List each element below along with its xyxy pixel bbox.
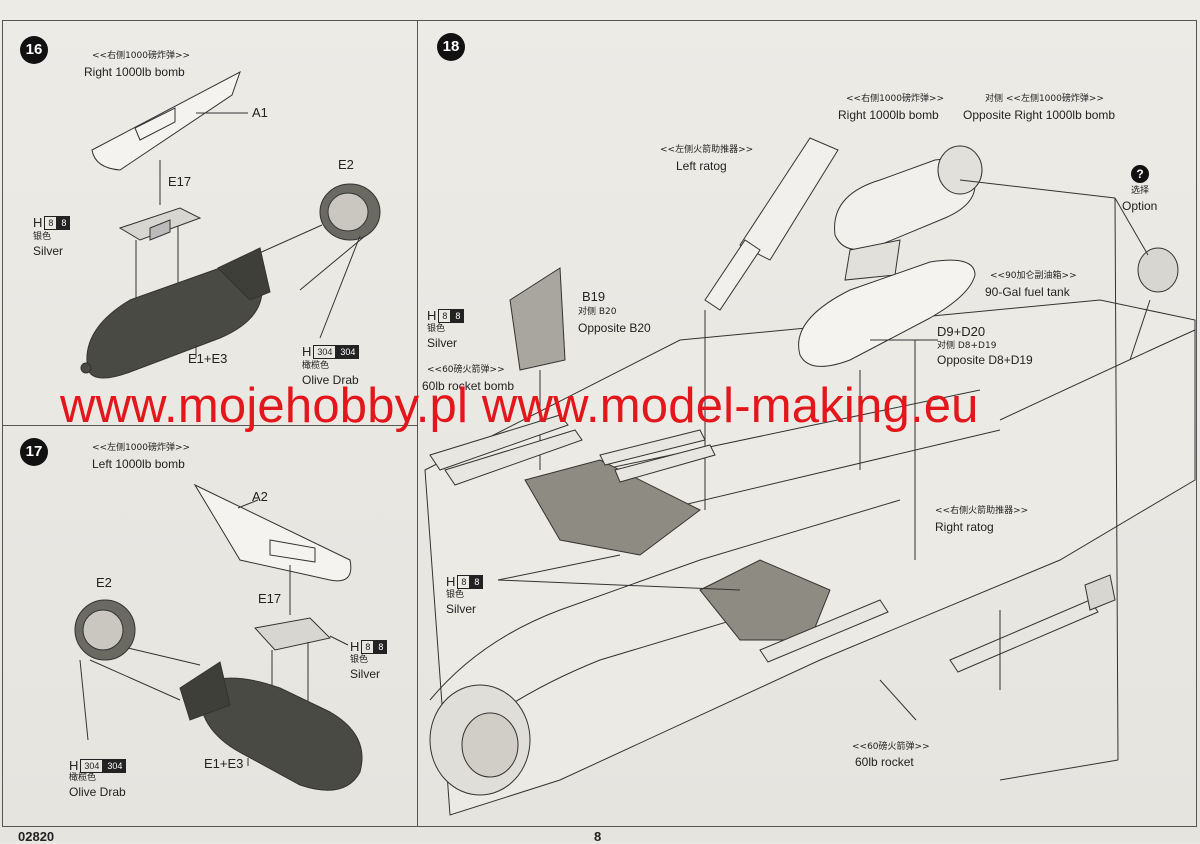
step18-d8d19-en: Opposite D8+D19: [937, 353, 1033, 367]
step18-wheel-option: [1129, 247, 1179, 361]
step17-a2-pylon: [193, 483, 352, 615]
step18-left-ratog-zh: <<左侧火箭助推器>>: [660, 145, 754, 155]
paint-prefix: H: [33, 214, 43, 230]
step18-rockets-left: [429, 414, 716, 486]
step17-title-zh: <<左侧1000磅炸弹>>: [92, 443, 191, 453]
step17-silver-zh: 银色: [350, 655, 369, 665]
step18-number: 18: [437, 33, 465, 61]
step18-leader-lines: [497, 179, 1149, 781]
step17-e2-ring: [74, 599, 201, 741]
step18-silver1-en: Silver: [427, 336, 458, 350]
step18-b20-en: Opposite B20: [578, 321, 651, 335]
step17-silver-en: Silver: [350, 667, 381, 681]
step18-rockets-right: [759, 574, 1116, 690]
step18-rocket-bomb-zh: <<60磅火箭弹>>: [427, 365, 505, 375]
step17-title-en: Left 1000lb bomb: [92, 457, 185, 471]
paint-prefix: H: [427, 307, 437, 323]
step16-olive-zh: 橄榄色: [302, 361, 330, 371]
step18-rocket-bomb-en: 60lb rocket bomb: [422, 379, 515, 393]
step18-right-bomb: [834, 145, 983, 281]
step18-silver1-zh: 银色: [427, 324, 446, 334]
step18-d8d19-zh: 对侧 D8+D19: [937, 341, 997, 351]
step17-part-a2: A2: [252, 489, 268, 504]
step17-number: 17: [20, 438, 48, 466]
step18-right-ratog-en: Right ratog: [935, 520, 994, 534]
step18-right-ratog-zh: <<右侧火箭助推器>>: [935, 506, 1029, 516]
step18-fuel-tank-en: 90-Gal fuel tank: [985, 285, 1070, 299]
paint-prefix: H: [446, 573, 456, 589]
paint-chip-dark: 304: [336, 344, 360, 359]
step18-left-ratog: [704, 137, 839, 510]
paint-chip-light: 304: [80, 758, 104, 773]
step18-fuel-tank: [798, 259, 976, 560]
step18-option-zh: 选择: [1131, 186, 1150, 196]
step18-rocket-en: 60lb rocket: [855, 755, 914, 769]
step16-part-e2: E2: [338, 157, 354, 172]
step17-olive-zh: 橄榄色: [69, 773, 97, 783]
footer-page-number: 8: [594, 829, 602, 844]
step18-part-b19: B19: [582, 289, 606, 304]
step18-rocket-zh: <<60磅火箭弹>>: [852, 742, 930, 752]
step17-olive-en: Olive Drab: [69, 785, 126, 799]
step16-bomb-body: [80, 247, 271, 379]
step17-bomb-body: [179, 661, 363, 791]
paint-chip-light: 8: [44, 215, 58, 230]
step17-e17-rack: [254, 617, 349, 725]
step16-title-zh: <<右侧1000磅炸弹>>: [92, 51, 191, 61]
step18-silver2-zh: 银色: [446, 590, 465, 600]
step17-part-e2: E2: [96, 575, 112, 590]
step18-opp-bomb-en: Opposite Right 1000lb bomb: [963, 108, 1116, 122]
paint-chip-light: 8: [457, 574, 471, 589]
step16-part-a1: A1: [252, 105, 268, 120]
paint-chip-dark: 8: [470, 574, 484, 589]
step18-right-bomb-en: Right 1000lb bomb: [838, 108, 939, 122]
step16-e17-rack: [118, 160, 202, 300]
step18-option-en: Option: [1122, 199, 1158, 213]
step16-part-e1e3: E1+E3: [188, 351, 228, 366]
footer-code: 02820: [18, 829, 55, 844]
watermark-text: www.mojehobby.pl www.model-making.eu: [60, 379, 979, 433]
step18-silver2-en: Silver: [446, 602, 477, 616]
step16-title-en: Right 1000lb bomb: [84, 65, 185, 79]
panel-step-18: [417, 20, 1197, 827]
step17-part-e17: E17: [258, 591, 282, 606]
step16-e2-ring: [254, 183, 381, 339]
step18-opp-bomb-zh: 对侧 <<左侧1000磅炸弹>>: [985, 94, 1104, 104]
step16-a1-pylon: [91, 70, 248, 171]
paint-chip-dark: 8: [374, 639, 388, 654]
paint-chip-light: 304: [313, 344, 337, 359]
step18-fuel-tank-zh: <<90加仑副油箱>>: [990, 271, 1077, 281]
step18-left-ratog-en: Left ratog: [676, 159, 727, 173]
paint-prefix: H: [69, 757, 79, 773]
step18-right-bomb-zh: <<右侧1000磅炸弹>>: [846, 94, 945, 104]
question-icon: ?: [1131, 165, 1149, 183]
step16-part-e17: E17: [168, 174, 192, 189]
paint-chip-dark: 8: [451, 308, 465, 323]
step16-silver-zh: 银色: [33, 232, 52, 242]
step18-nose-cowl: [429, 684, 531, 796]
step18-part-d9d20: D9+D20: [937, 324, 986, 339]
paint-chip-light: 8: [361, 639, 375, 654]
step18-b20-zh: 对侧 B20: [578, 307, 617, 317]
paint-prefix: H: [350, 638, 360, 654]
paint-chip-dark: 8: [57, 215, 71, 230]
step16-olive-en: Olive Drab: [302, 373, 359, 387]
step17-part-e1e3: E1+E3: [204, 756, 244, 771]
paint-chip-light: 8: [438, 308, 452, 323]
step18-wheel-wells: [524, 459, 831, 641]
paint-prefix: H: [302, 343, 312, 359]
step16-silver-en: Silver: [33, 244, 64, 258]
paint-chip-dark: 304: [103, 758, 127, 773]
step16-number: 16: [20, 36, 48, 64]
